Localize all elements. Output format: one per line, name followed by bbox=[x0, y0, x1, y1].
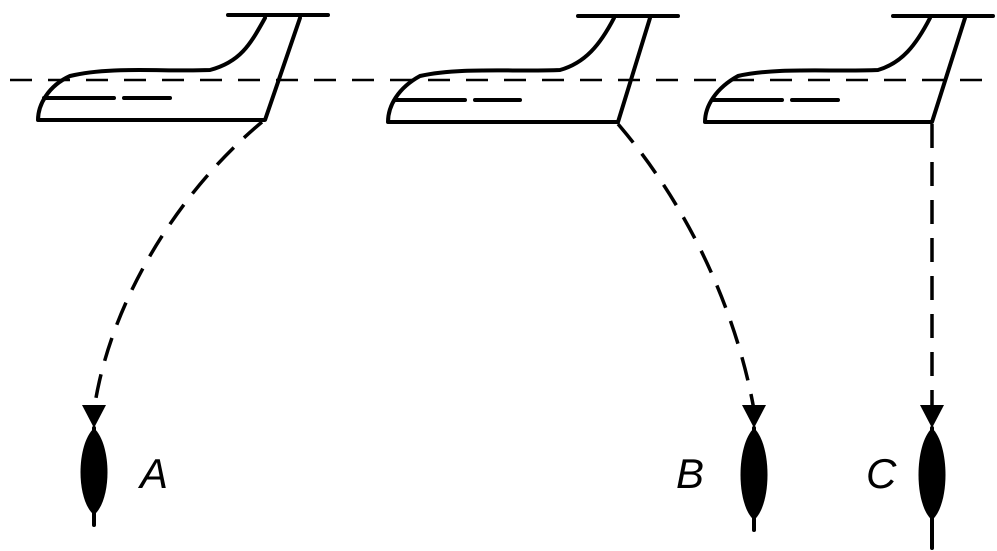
label-b: B bbox=[676, 450, 704, 497]
trajectory-a bbox=[94, 122, 262, 410]
bomb-a bbox=[81, 428, 108, 525]
aircraft-a-body bbox=[38, 15, 328, 120]
aircraft-c-body bbox=[705, 16, 993, 122]
aircraft-b bbox=[388, 16, 678, 122]
trajectory-b bbox=[618, 124, 754, 410]
arrowhead-b bbox=[742, 405, 766, 428]
label-c: C bbox=[866, 450, 897, 497]
arrowhead-c bbox=[920, 405, 944, 428]
aircraft-c bbox=[705, 16, 993, 122]
arrowhead-a bbox=[82, 405, 106, 428]
aircraft-b-body bbox=[388, 16, 678, 122]
aircraft-a bbox=[38, 15, 328, 120]
bomb-c bbox=[919, 428, 946, 548]
label-a: A bbox=[137, 450, 168, 497]
bomb-b bbox=[741, 428, 768, 530]
